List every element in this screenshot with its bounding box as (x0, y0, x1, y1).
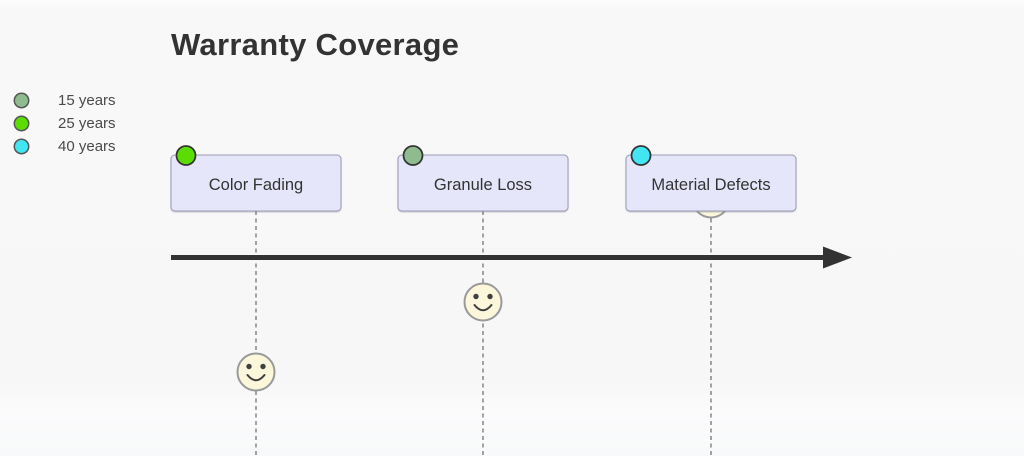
actor-dot-40-years (630, 145, 652, 166)
task-box-rect (170, 154, 342, 212)
timeline-arrowhead-icon (823, 246, 852, 269)
legend-label: 15 years (58, 92, 116, 109)
smiley-mouth (473, 304, 493, 312)
legend-swatch-icon (13, 115, 30, 132)
task-material-defects: Material Defects (625, 145, 797, 212)
legend: 15 years 25 years 40 years (13, 89, 116, 158)
legend-swatch-icon (13, 138, 30, 155)
smiley-face-icon (236, 352, 276, 392)
legend-label: 40 years (58, 138, 116, 155)
legend-swatch-icon (13, 92, 30, 109)
smiley-left-eye (473, 293, 479, 300)
legend-swatch-circle (13, 138, 30, 155)
legend-item-25-years: 25 years (13, 112, 116, 135)
diagram-title: Warranty Coverage (171, 27, 460, 62)
actor-dot-25-years (175, 145, 197, 166)
task-box-rect (397, 154, 569, 212)
smiley-face-circle (463, 282, 503, 322)
smiley-left-eye (246, 363, 252, 370)
actor-dot-15-years (402, 145, 424, 166)
legend-label: 25 years (58, 115, 116, 132)
legend-item-40-years: 40 years (13, 135, 116, 158)
legend-swatch-circle (13, 115, 30, 132)
task-label: Granule Loss (434, 176, 532, 194)
smiley-mouth (246, 374, 266, 382)
legend-item-15-years: 15 years (13, 89, 116, 112)
smiley-right-eye (260, 363, 266, 370)
task-label: Color Fading (209, 176, 303, 194)
task-box-rect (625, 154, 797, 212)
smiley-right-eye (487, 293, 493, 300)
timeline-arrow (171, 246, 852, 269)
smiley-face-icon (463, 282, 503, 322)
legend-swatch-circle (13, 92, 30, 109)
task-granule-loss: Granule Loss (397, 145, 569, 212)
task-color-fading: Color Fading (170, 145, 342, 212)
smiley-face-circle (236, 352, 276, 392)
task-label: Material Defects (651, 176, 770, 194)
